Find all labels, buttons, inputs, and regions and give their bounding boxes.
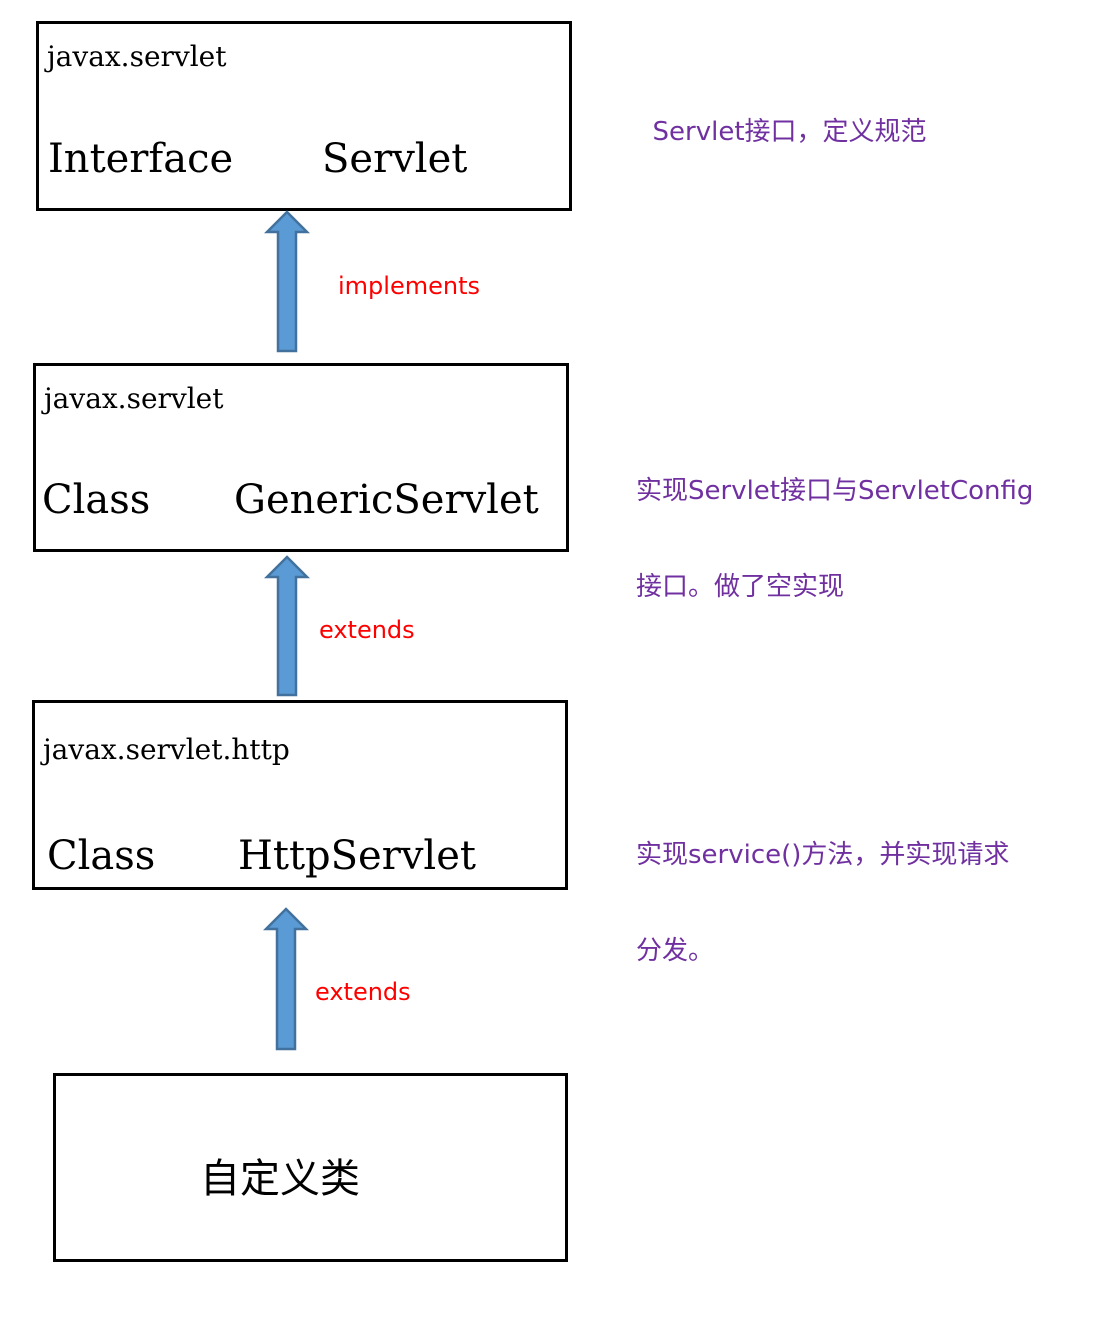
node-name-label: GenericServlet xyxy=(234,477,539,523)
edge-label-implements: implements xyxy=(338,272,480,300)
node-name-label: Servlet xyxy=(322,136,468,182)
node-httpservlet-class: javax.servlet.http Class HttpServlet xyxy=(32,700,568,890)
node-kind-label: Class xyxy=(47,833,156,879)
node-package-label: javax.servlet.http xyxy=(43,733,290,766)
node-name-label: 自定义类 xyxy=(200,1156,360,1202)
edge-label-extends: extends xyxy=(319,616,415,644)
node-custom-class: 自定义类 xyxy=(53,1073,568,1262)
up-arrow-icon xyxy=(264,210,310,353)
up-arrow-icon xyxy=(264,555,310,697)
note-httpservlet: 实现service()方法，并实现请求 分发。 xyxy=(636,775,1009,999)
node-genericservlet-class: javax.servlet Class GenericServlet xyxy=(33,363,569,552)
node-servlet-interface: javax.servlet Interface Servlet xyxy=(36,21,572,211)
note-line: 分发。 xyxy=(636,936,715,966)
note-genericservlet: 实现Servlet接口与ServletConfig 接口。做了空实现 xyxy=(636,411,1033,635)
note-servlet: Servlet接口，定义规范 xyxy=(636,84,927,148)
note-line: 接口。做了空实现 xyxy=(636,572,845,602)
note-line: Servlet接口，定义规范 xyxy=(652,117,927,147)
edge-label-extends: extends xyxy=(315,978,411,1006)
note-line: 实现Servlet接口与ServletConfig xyxy=(636,476,1034,506)
note-line: 实现service()方法，并实现请求 xyxy=(636,840,1010,870)
node-name-label: HttpServlet xyxy=(238,833,476,879)
node-kind-label: Interface xyxy=(48,136,234,182)
node-package-label: javax.servlet xyxy=(47,40,227,73)
node-kind-label: Class xyxy=(42,477,151,523)
node-package-label: javax.servlet xyxy=(44,382,224,415)
up-arrow-icon xyxy=(263,907,309,1051)
